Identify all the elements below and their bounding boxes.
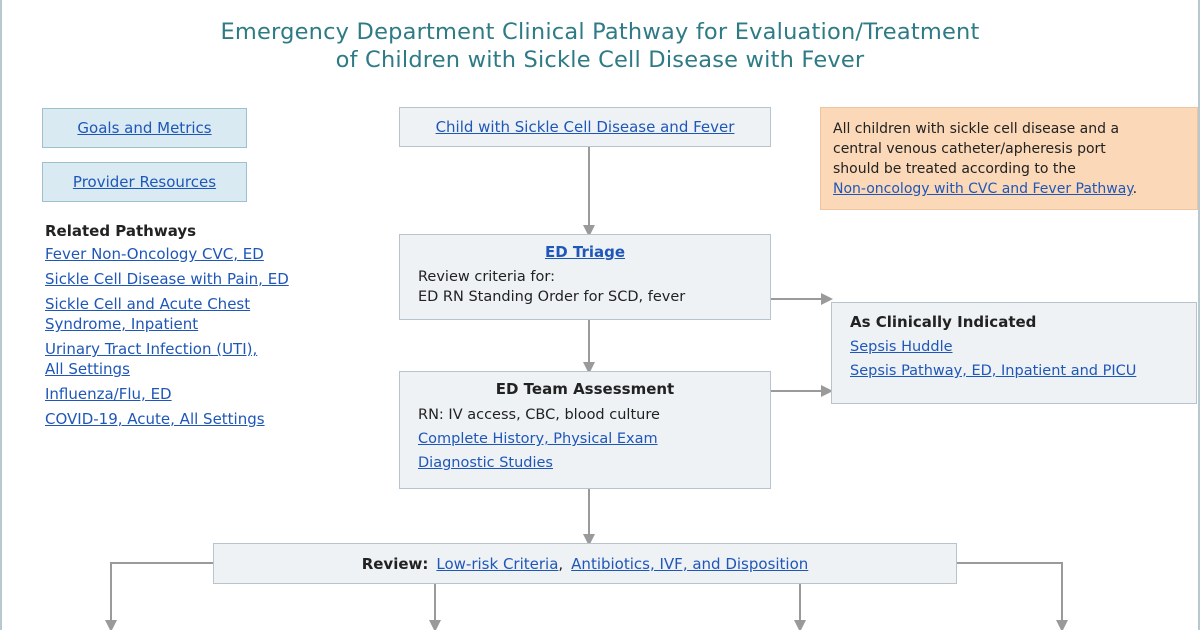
low-risk-criteria-link[interactable]: Low-risk Criteria xyxy=(436,554,559,573)
sepsis-huddle-link[interactable]: Sepsis Huddle xyxy=(850,339,953,355)
assessment-node: ED Team Assessment RN: IV access, CBC, b… xyxy=(399,371,771,489)
triage-node: ED Triage Review criteria for: ED RN Sta… xyxy=(399,234,771,320)
start-node[interactable]: Child with Sickle Cell Disease and Fever xyxy=(399,107,771,147)
related-link-acute-chest[interactable]: Sickle Cell and Acute Chest Syndrome, In… xyxy=(45,294,335,334)
assessment-heading: ED Team Assessment xyxy=(495,380,675,398)
note-suffix: . xyxy=(1132,181,1138,197)
clinically-indicated-node: As Clinically Indicated Sepsis Huddle Se… xyxy=(831,302,1197,404)
branch-right xyxy=(957,562,1068,630)
page-title: Emergency Department Clinical Pathway fo… xyxy=(0,18,1200,74)
note-line-2: central venous catheter/apheresis port xyxy=(833,141,1106,157)
related-pathways-heading: Related Pathways xyxy=(45,222,197,240)
non-oncology-cvc-link[interactable]: Non-oncology with CVC and Fever Pathway xyxy=(833,181,1133,197)
related-pathways: Related Pathways Fever Non-Oncology CVC,… xyxy=(45,222,335,434)
related-link-text[interactable]: Sickle Cell and Acute Chest Syndrome, In… xyxy=(45,294,335,334)
frame-left-border xyxy=(0,0,2,630)
frame-right-border xyxy=(1198,0,1200,630)
goals-and-metrics-button[interactable]: Goals and Metrics xyxy=(42,108,247,148)
provider-resources-button[interactable]: Provider Resources xyxy=(42,162,247,202)
goals-and-metrics-link[interactable]: Goals and Metrics xyxy=(77,119,212,137)
related-link-scd-pain[interactable]: Sickle Cell Disease with Pain, ED xyxy=(45,269,335,289)
branch-left xyxy=(105,562,213,630)
provider-resources-link[interactable]: Provider Resources xyxy=(72,173,217,191)
related-link-covid[interactable]: COVID-19, Acute, All Settings xyxy=(45,409,335,429)
related-link-line[interactable]: Sickle Cell and Acute Chest xyxy=(45,295,251,313)
related-link-text[interactable]: Urinary Tract Infection (UTI), All Setti… xyxy=(45,339,335,379)
note-line-1: All children with sickle cell disease an… xyxy=(833,121,1120,137)
triage-heading-link[interactable]: ED Triage xyxy=(544,243,626,261)
related-link-text[interactable]: Fever Non-Oncology CVC, ED xyxy=(45,245,264,263)
review-node: Review: Low-risk Criteria, Antibiotics, … xyxy=(213,543,957,584)
cvc-note-box: All children with sickle cell disease an… xyxy=(820,107,1198,210)
sepsis-pathway-link[interactable]: Sepsis Pathway, ED, Inpatient and PICU xyxy=(850,363,1137,379)
indicated-heading: As Clinically Indicated xyxy=(850,313,1037,331)
review-label: Review: xyxy=(361,554,429,573)
related-link-fever-cvc[interactable]: Fever Non-Oncology CVC, ED xyxy=(45,244,335,264)
triage-line-1: Review criteria for: xyxy=(418,269,555,285)
related-link-text[interactable]: COVID-19, Acute, All Settings xyxy=(45,410,265,428)
history-exam-link[interactable]: Complete History, Physical Exam xyxy=(418,431,658,447)
related-link-line[interactable]: All Settings xyxy=(45,360,130,378)
note-line-4: Non-oncology with CVC and Fever Pathway. xyxy=(833,179,1185,199)
related-link-line[interactable]: Syndrome, Inpatient xyxy=(45,315,199,333)
antibiotics-ivf-disposition-link[interactable]: Antibiotics, IVF, and Disposition xyxy=(571,554,809,573)
start-node-link[interactable]: Child with Sickle Cell Disease and Fever xyxy=(435,118,735,136)
assessment-line-1: RN: IV access, CBC, blood culture xyxy=(418,407,660,423)
diagnostic-studies-link[interactable]: Diagnostic Studies xyxy=(418,455,553,471)
related-link-text[interactable]: Influenza/Flu, ED xyxy=(45,385,172,403)
title-line-1: Emergency Department Clinical Pathway fo… xyxy=(220,19,980,45)
triage-line-2: ED RN Standing Order for SCD, fever xyxy=(418,289,686,305)
review-separator: , xyxy=(558,554,564,573)
related-link-text[interactable]: Sickle Cell Disease with Pain, ED xyxy=(45,270,289,288)
related-link-line[interactable]: Urinary Tract Infection (UTI), xyxy=(45,340,258,358)
related-link-uti[interactable]: Urinary Tract Infection (UTI), All Setti… xyxy=(45,339,335,379)
title-line-2: of Children with Sickle Cell Disease wit… xyxy=(335,47,865,73)
note-line-3: should be treated according to the xyxy=(833,161,1076,177)
related-link-influenza[interactable]: Influenza/Flu, ED xyxy=(45,384,335,404)
related-pathways-list: Fever Non-Oncology CVC, ED Sickle Cell D… xyxy=(45,244,335,429)
